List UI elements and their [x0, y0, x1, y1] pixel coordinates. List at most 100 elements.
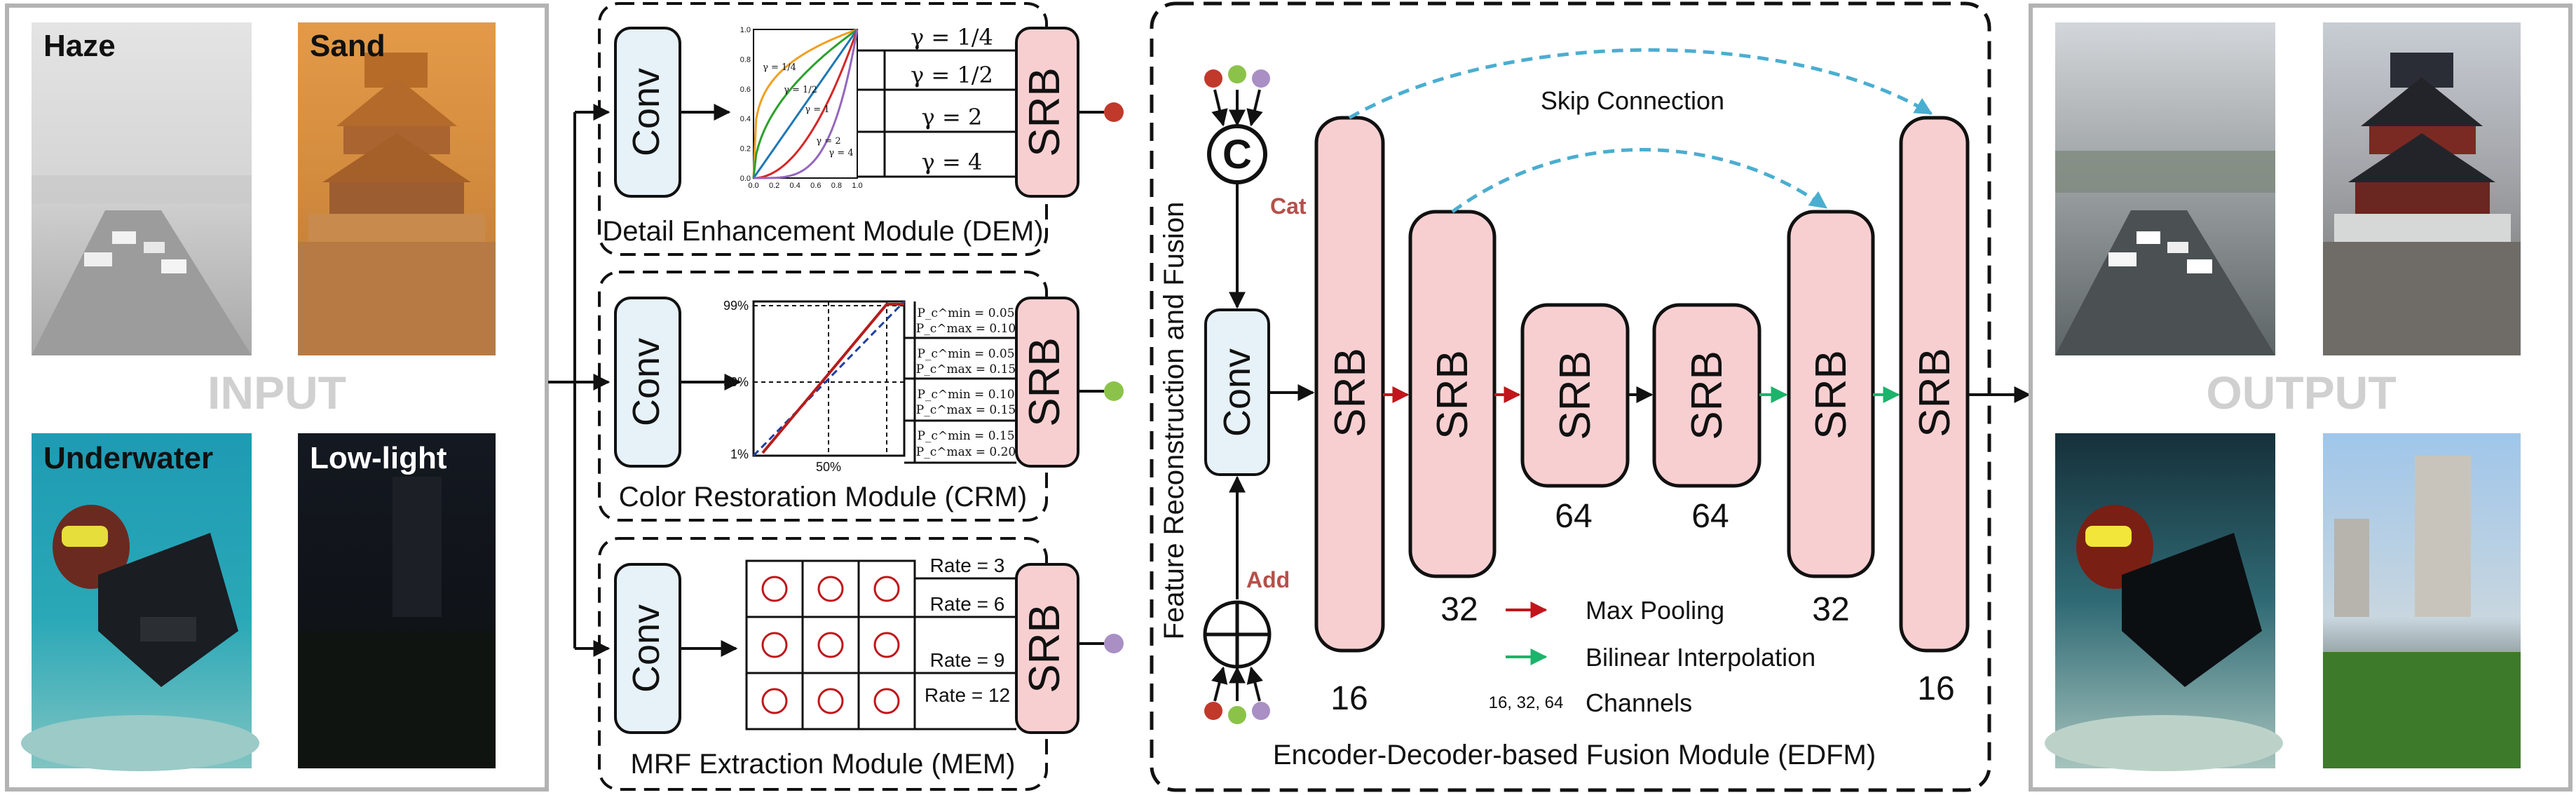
- crm-stretch-plot: 99% 50% 1% 50%: [723, 299, 906, 474]
- dem-axis-tick-y: 0.2: [740, 145, 751, 154]
- cat-inputs: [1211, 89, 1263, 127]
- mem-srb-label: SRB: [1021, 604, 1069, 693]
- edfm-srb-6: [1899, 116, 1970, 653]
- mem-kernel-circle: [761, 688, 788, 714]
- dem-curve-label: γ = 1/2: [784, 85, 817, 95]
- mem-kernel-circle: [817, 576, 844, 602]
- mem-kernel-circle: [761, 632, 788, 658]
- mem-rate-1: Rate = 3: [930, 555, 1005, 576]
- edfm-srb-1-label: SRB: [1326, 348, 1375, 437]
- crm-tick-x-mid: 50%: [816, 460, 841, 474]
- dem-gamma-curve: [753, 29, 859, 179]
- mem-rate-3: Rate = 9: [930, 649, 1005, 671]
- dem-gamma-curve: [752, 28, 858, 179]
- add-input-dot-green: [1228, 706, 1246, 724]
- edfm-srb-2-label: SRB: [1429, 350, 1477, 439]
- edfm-conv-label: Conv: [1216, 348, 1258, 437]
- legend-bilinear-label: Bilinear Interpolation: [1586, 643, 1815, 672]
- dem-gamma-plot: 0.00.0 0.2 0.2 0.4 0.4 0.6 0.6 0.8 0.8 1.0 1.0 γ =…: [740, 26, 863, 190]
- dem-axis-tick-x: 0.2: [769, 182, 779, 190]
- mem-conv-label: Conv: [625, 604, 667, 693]
- crm-tick-y-mid: 50%: [723, 375, 749, 389]
- edfm-frame: [1150, 1, 1991, 792]
- skip-connection-outer: [1348, 48, 1933, 120]
- output-panel: OUTPUT: [2029, 4, 2572, 791]
- dem-axis-tick-y: 1.0: [740, 26, 751, 34]
- add-input-dot-red: [1204, 702, 1222, 720]
- crm-srb-block: [1015, 297, 1079, 468]
- crm-param-value: P_c^max = 0.10: [916, 322, 1016, 336]
- add-label: Add: [1246, 567, 1290, 592]
- mem-kernel-circle: [873, 688, 900, 714]
- cat-label: Cat: [1270, 193, 1307, 219]
- mem-dilation-grid: [745, 559, 916, 731]
- legend-channels-label: Channels: [1586, 688, 1692, 717]
- mem-rate-4: Rate = 12: [925, 684, 1010, 706]
- dem-axis-tick-x: 0.6: [810, 182, 821, 190]
- dem-axis-tick-y: 0.8: [740, 55, 751, 64]
- mem-srb-block: [1015, 563, 1079, 734]
- crm-param-value: P_c^min = 0.05: [917, 347, 1014, 361]
- edfm-srb-4-label: SRB: [1683, 351, 1731, 440]
- edfm-srb-6-label: SRB: [1911, 348, 1959, 437]
- mem-kernel-circle: [873, 576, 900, 602]
- dem-caption: Detail Enhancement Module (DEM): [602, 216, 1043, 247]
- legend-channels-key: 16, 32, 64: [1489, 693, 1564, 712]
- dem-curve-label: γ = 1/4: [763, 62, 796, 73]
- input-title: INPUT: [207, 367, 346, 419]
- edfm-srb-6-channels: 16: [1917, 670, 1954, 707]
- dem-axis-tick-x: 0.8: [831, 182, 842, 190]
- legend-maxpool-label: Max Pooling: [1586, 596, 1724, 625]
- dem-frame: [598, 2, 1048, 256]
- crm-module: Conv 99% 50% 1% 50% P_c^min = 0.05P_c^ma…: [598, 271, 1124, 522]
- tile-label-sand: Sand: [310, 29, 386, 63]
- crm-frame: [598, 271, 1048, 522]
- input-panel: Haze Sand Underwater Low-light: [5, 4, 549, 791]
- tile-label-lowlight: Low-light: [310, 441, 447, 475]
- dem-gamma-table: [857, 49, 1016, 178]
- input-tile-sand: Sand: [298, 22, 496, 355]
- output-tile-sand: [2323, 22, 2521, 355]
- output-tile-haze: [2055, 22, 2275, 355]
- output-title: OUTPUT: [2206, 367, 2396, 419]
- output-tile-lowlight: [2323, 433, 2521, 768]
- dem-output-dot: [1104, 102, 1124, 122]
- input-tile-haze: Haze: [32, 22, 252, 355]
- input-tile-underwater: Underwater: [21, 433, 259, 771]
- dem-conv-label: Conv: [625, 68, 667, 156]
- edfm-vertical-label: Feature Reconstruction and Fusion: [1159, 202, 1190, 640]
- crm-param-value: P_c^max = 0.15: [916, 403, 1016, 417]
- dem-module: Conv 0.00.0 0.2 0.2 0.4 0.4 0.6 0.6 0.8 0.8 1.0 1.…: [598, 2, 1124, 256]
- add-input-dot-purple: [1252, 702, 1270, 720]
- edfm-srb-3-channels: 64: [1555, 498, 1592, 535]
- dem-curve-label: γ = 2: [816, 136, 840, 147]
- crm-conv-label: Conv: [625, 338, 667, 426]
- skip-connection-label: Skip Connection: [1541, 86, 1724, 115]
- input-tile-lowlight: Low-light: [298, 433, 496, 768]
- mem-kernel-circle: [817, 688, 844, 714]
- dem-axis-tick-x: 0.4: [790, 182, 800, 190]
- dem-axis-tick-y: 0.0: [740, 175, 751, 183]
- crm-param-value: P_c^min = 0.10: [917, 388, 1014, 402]
- crm-param-value: P_c^min = 0.05: [917, 306, 1014, 320]
- dem-axis-tick-x: 0.0: [748, 182, 758, 190]
- edfm-module: Feature Reconstruction and Fusion C Cat …: [1150, 1, 1991, 792]
- edfm-srb-4-channels: 64: [1691, 498, 1729, 535]
- dem-axis-tick-y: 0.6: [740, 86, 751, 94]
- mem-module: Conv Rate = 3 Rate = 6 Rate = 9 Rate = 1…: [598, 537, 1124, 791]
- dem-gamma-curve: [754, 29, 859, 179]
- mem-kernel-circle: [817, 632, 844, 658]
- tile-label-underwater: Underwater: [43, 441, 213, 475]
- dem-curve-label: γ = 4: [829, 148, 853, 158]
- input-branch-arrows: [548, 104, 611, 657]
- crm-tick-y-top: 99%: [723, 299, 749, 313]
- edfm-caption: Encoder-Decoder-based Fusion Module (EDF…: [1273, 740, 1876, 770]
- dem-axis-tick-y: 0.4: [740, 115, 751, 123]
- dem-axis-tick-x: 1.0: [852, 182, 862, 190]
- dem-gamma-row-4: γ = 4: [922, 149, 983, 175]
- edfm-legend: Max Pooling Bilinear Interpolation 16, 3…: [1489, 596, 1816, 717]
- skip-connection-inner: [1451, 148, 1828, 214]
- output-tile-underwater: [2045, 433, 2283, 771]
- add-inputs: [1211, 666, 1263, 702]
- edfm-srb-5-channels: 32: [1812, 591, 1849, 628]
